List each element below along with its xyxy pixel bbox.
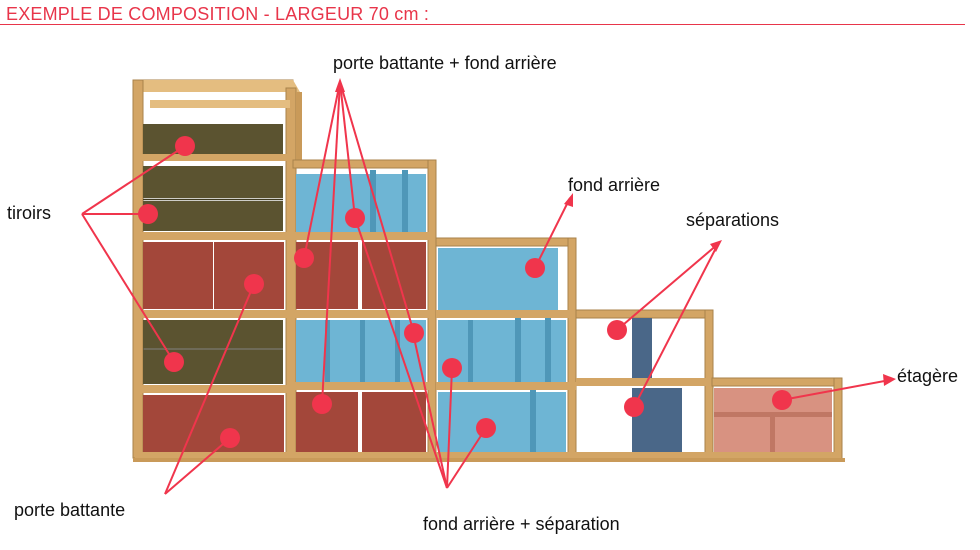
annotation-markers [138,136,792,448]
door-1a [143,242,213,309]
shelving-unit [132,79,845,462]
separator-4b [632,388,682,452]
annotation-arrows [81,81,891,495]
drawer-1 [143,124,283,154]
separator-4a [632,318,652,384]
column-5 [711,377,843,461]
label-fond-arriere: fond arrière [568,175,661,195]
door-1c [143,395,284,452]
column-3 [435,237,577,461]
drawer-4 [143,320,283,348]
label-etagere: étagère [897,366,959,386]
door-2b [362,242,426,309]
drawer-3 [143,201,283,231]
label-separations: séparations [686,210,780,230]
back-panel-3a [438,248,558,310]
label-fond-separation: fond arrière + séparation [423,514,620,534]
column-4 [575,309,714,461]
title-underline [0,24,965,25]
arrowheads [335,78,896,386]
page-title: EXEMPLE DE COMPOSITION - LARGEUR 70 cm : [6,4,430,24]
column-2 [292,159,437,461]
back-panel-3c [438,392,566,452]
door-2d [362,392,426,452]
column-1 [132,79,302,460]
label-porte-battante-fond: porte battante + fond arrière [333,53,557,73]
label-tiroirs: tiroirs [7,203,51,223]
label-porte-battante: porte battante [14,500,126,520]
drawer-2 [143,166,283,198]
